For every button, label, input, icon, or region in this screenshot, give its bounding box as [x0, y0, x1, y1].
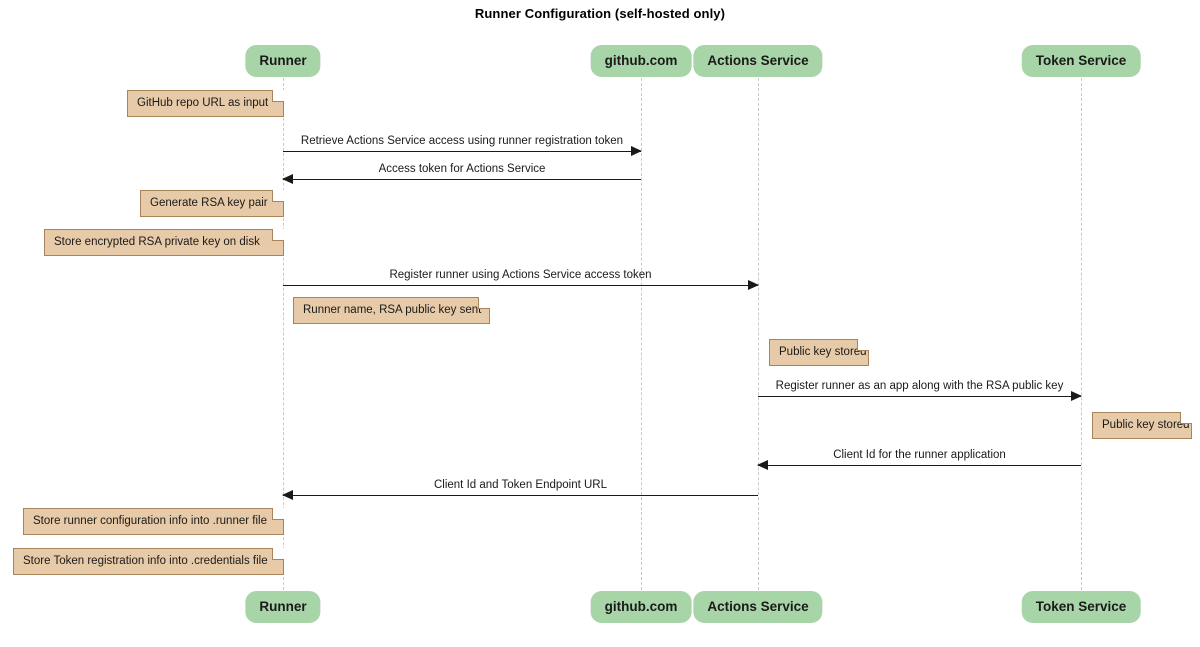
note-n7: Store runner configuration info into .ru…: [23, 508, 284, 535]
message-m4: Register runner as an app along with the…: [758, 380, 1082, 401]
note-n1: GitHub repo URL as input: [127, 90, 284, 117]
message-line-m3: [283, 285, 758, 286]
note-label-n2: Generate RSA key pair: [150, 197, 268, 209]
message-line-m5: [758, 465, 1081, 466]
note-fold-corner-icon: [272, 229, 284, 241]
note-n5: Public key stored: [769, 339, 869, 366]
note-label-n6: Public key stored: [1102, 419, 1190, 431]
note-n4: Runner name, RSA public key sent: [293, 297, 490, 324]
note-label-n1: GitHub repo URL as input: [137, 97, 269, 109]
note-label-n7: Store runner configuration info into .ru…: [33, 515, 267, 527]
note-n8: Store Token registration info into .cred…: [13, 548, 284, 575]
message-m3: Register runner using Actions Service ac…: [283, 269, 759, 290]
message-m1: Retrieve Actions Service access using ru…: [283, 135, 642, 156]
arrowhead-icon: [631, 145, 642, 156]
participant-runner-bottom[interactable]: Runner: [245, 591, 321, 623]
participant-actions-top[interactable]: Actions Service: [693, 45, 823, 77]
note-fold-corner-icon: [857, 339, 869, 351]
lifeline-actions: [758, 78, 759, 590]
message-label-m5: Client Id for the runner application: [833, 449, 1006, 461]
message-label-m6: Client Id and Token Endpoint URL: [433, 479, 608, 491]
note-n6: Public key stored: [1092, 412, 1192, 439]
note-n2: Generate RSA key pair: [140, 190, 284, 217]
page-title: Runner Configuration (self-hosted only): [474, 6, 726, 21]
participant-token-bottom[interactable]: Token Service: [1021, 591, 1141, 623]
message-label-m4: Register runner as an app along with the…: [775, 380, 1064, 392]
arrowhead-icon: [1071, 390, 1082, 401]
message-m5: Client Id for the runner application: [757, 449, 1081, 470]
arrowhead-icon: [748, 279, 759, 290]
participant-github-top[interactable]: github.com: [590, 45, 692, 77]
arrowhead-icon: [282, 173, 293, 184]
lifeline-token: [1081, 78, 1082, 590]
message-line-m6: [283, 495, 758, 496]
arrowhead-icon: [282, 489, 293, 500]
message-m2: Access token for Actions Service: [282, 163, 641, 184]
message-label-m1: Retrieve Actions Service access using ru…: [300, 135, 624, 147]
participant-runner-top[interactable]: Runner: [245, 45, 321, 77]
message-label-m2: Access token for Actions Service: [378, 163, 546, 175]
note-fold-corner-icon: [272, 190, 284, 202]
participant-actions-bottom[interactable]: Actions Service: [693, 591, 823, 623]
message-line-m4: [758, 396, 1081, 397]
note-label-n8: Store Token registration info into .cred…: [23, 555, 268, 567]
lifeline-github: [641, 78, 642, 590]
note-fold-corner-icon: [272, 548, 284, 560]
note-fold-corner-icon: [1180, 412, 1192, 424]
note-fold-corner-icon: [478, 297, 490, 309]
message-label-m3: Register runner using Actions Service ac…: [389, 269, 652, 281]
arrowhead-icon: [757, 459, 768, 470]
participant-github-bottom[interactable]: github.com: [590, 591, 692, 623]
note-n3: Store encrypted RSA private key on disk: [44, 229, 284, 256]
message-line-m1: [283, 151, 641, 152]
message-m6: Client Id and Token Endpoint URL: [282, 479, 758, 500]
participant-token-top[interactable]: Token Service: [1021, 45, 1141, 77]
message-line-m2: [283, 179, 641, 180]
note-fold-corner-icon: [272, 90, 284, 102]
note-label-n3: Store encrypted RSA private key on disk: [54, 236, 260, 248]
lifeline-runner: [283, 78, 284, 590]
note-label-n5: Public key stored: [779, 346, 867, 358]
note-label-n4: Runner name, RSA public key sent: [303, 304, 482, 316]
note-fold-corner-icon: [272, 508, 284, 520]
